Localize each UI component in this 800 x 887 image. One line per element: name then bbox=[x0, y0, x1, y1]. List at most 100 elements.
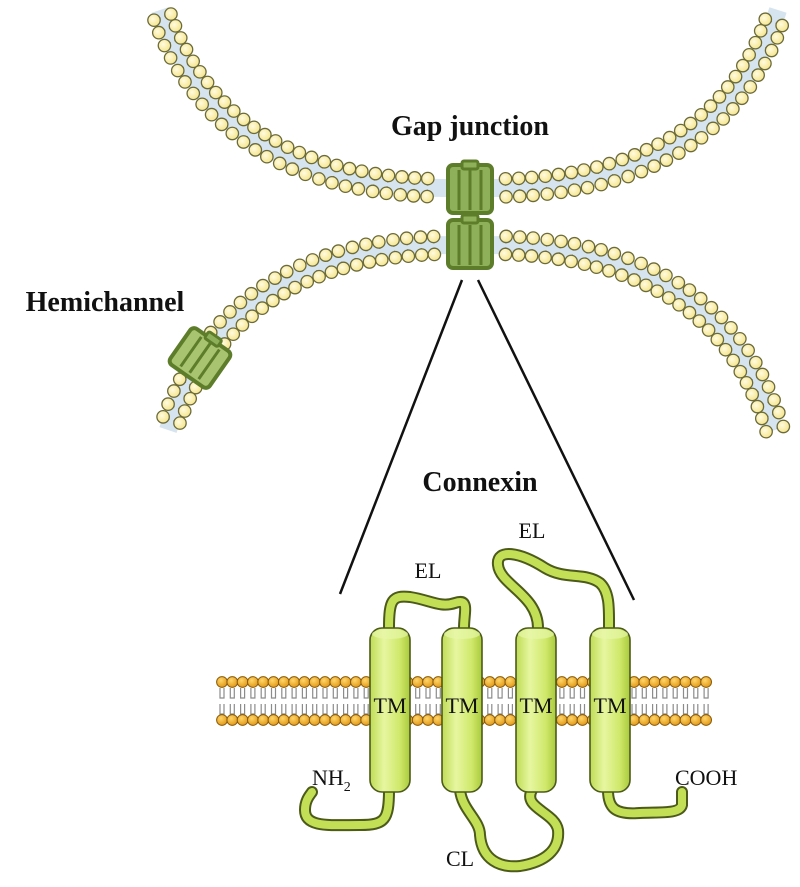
lipid-head bbox=[401, 249, 416, 264]
lipid-head bbox=[272, 156, 287, 171]
n-terminus-tail bbox=[298, 784, 395, 832]
lipid-head bbox=[776, 419, 791, 434]
lipid-tail bbox=[312, 704, 318, 715]
lipid-head bbox=[208, 85, 223, 100]
helix-top-highlight bbox=[592, 629, 628, 639]
lipid-head bbox=[214, 117, 229, 132]
lipid-head bbox=[388, 250, 403, 265]
lipid-head bbox=[216, 714, 228, 726]
lipid-tail bbox=[569, 688, 575, 699]
lipid-head bbox=[213, 315, 227, 329]
lipid-head bbox=[499, 189, 513, 204]
lipid-head bbox=[161, 397, 175, 411]
lipid-head bbox=[589, 260, 604, 275]
lipid-head bbox=[524, 249, 539, 263]
lipid-tail bbox=[425, 688, 431, 699]
tm-helix-4: TM bbox=[589, 627, 631, 793]
lipid-head bbox=[411, 676, 424, 688]
lipid-tail bbox=[435, 704, 441, 715]
cytoplasmic-loop bbox=[454, 784, 565, 873]
lipid-head bbox=[564, 165, 579, 180]
lipid-tail bbox=[703, 704, 709, 715]
lipid-head bbox=[173, 416, 187, 430]
cl-label: CL bbox=[446, 846, 474, 871]
lipid-head bbox=[248, 143, 263, 157]
lipid-head bbox=[661, 291, 676, 305]
lipid-head bbox=[755, 367, 770, 382]
lipid-head bbox=[703, 99, 718, 113]
lipid-head bbox=[193, 64, 207, 79]
lipid-tail bbox=[631, 688, 637, 699]
lipid-tail bbox=[343, 704, 349, 715]
lipid-head bbox=[324, 265, 339, 280]
lipid-tail bbox=[672, 704, 678, 715]
lipid-head bbox=[498, 171, 513, 186]
lipid-head bbox=[365, 184, 380, 199]
lipid-tail bbox=[312, 688, 318, 699]
el-label-2: EL bbox=[519, 518, 546, 543]
lipid-head bbox=[395, 170, 409, 184]
hemichannel-connexon bbox=[167, 326, 233, 390]
lipid-head bbox=[745, 387, 760, 402]
lipid-head bbox=[494, 714, 507, 726]
lipid-head bbox=[748, 355, 763, 370]
lipid-head bbox=[177, 404, 192, 418]
lipid-head bbox=[659, 268, 673, 283]
lipid-head bbox=[345, 240, 360, 255]
lipid-tail bbox=[250, 688, 256, 699]
lipid-head bbox=[393, 187, 408, 202]
lipid-head bbox=[351, 182, 366, 196]
lipid-head bbox=[298, 676, 311, 688]
lipid-tail bbox=[579, 704, 586, 715]
lipid-tail bbox=[487, 688, 493, 699]
lipid-head bbox=[236, 112, 251, 127]
lipid-head bbox=[683, 116, 698, 131]
lipid-head bbox=[524, 170, 539, 185]
lipid-head bbox=[504, 676, 517, 688]
lipid-head bbox=[538, 169, 553, 184]
lipid-head bbox=[614, 268, 629, 283]
lipid-tail bbox=[415, 688, 421, 699]
lipid-head bbox=[682, 305, 697, 320]
lipid-head bbox=[163, 51, 178, 65]
lipid-head bbox=[607, 174, 622, 188]
lipid-head bbox=[712, 90, 727, 104]
lipid-head bbox=[280, 140, 295, 155]
lipid-head bbox=[350, 714, 362, 726]
lipid-head bbox=[764, 43, 779, 58]
lipid-head bbox=[512, 189, 527, 204]
lipid-head bbox=[236, 714, 249, 726]
lipid-head bbox=[659, 153, 674, 167]
lipid-head bbox=[735, 91, 749, 106]
lipid-head bbox=[679, 676, 692, 688]
lipid-head bbox=[576, 714, 589, 726]
lipid-head bbox=[720, 80, 735, 94]
lipid-tail bbox=[569, 704, 575, 715]
lipid-tail bbox=[229, 688, 235, 699]
lipid-head bbox=[647, 159, 661, 173]
lipid-head bbox=[329, 158, 344, 173]
lipid-head bbox=[147, 13, 161, 28]
lipid-head bbox=[692, 314, 707, 328]
lipid-head bbox=[226, 714, 239, 726]
lipid-head bbox=[512, 230, 527, 244]
lipid-head bbox=[288, 280, 302, 295]
gap-junction-upper-connexon bbox=[446, 159, 494, 215]
lipid-head bbox=[651, 137, 665, 152]
lipid-head bbox=[733, 331, 747, 346]
lipid-head bbox=[683, 138, 698, 153]
lipid-head bbox=[257, 714, 270, 726]
lipid-head bbox=[179, 42, 194, 57]
lipid-head bbox=[156, 409, 170, 424]
lipid-head bbox=[743, 80, 758, 94]
lipid-head bbox=[151, 25, 166, 40]
lipid-head bbox=[258, 127, 272, 142]
lipid-head bbox=[511, 171, 526, 186]
lipid-tail bbox=[693, 688, 699, 699]
lipid-head bbox=[349, 257, 364, 272]
lipid-head bbox=[374, 252, 389, 267]
lipid-tail bbox=[652, 688, 658, 699]
lipid-head bbox=[414, 248, 429, 262]
lipid-head bbox=[551, 252, 566, 267]
